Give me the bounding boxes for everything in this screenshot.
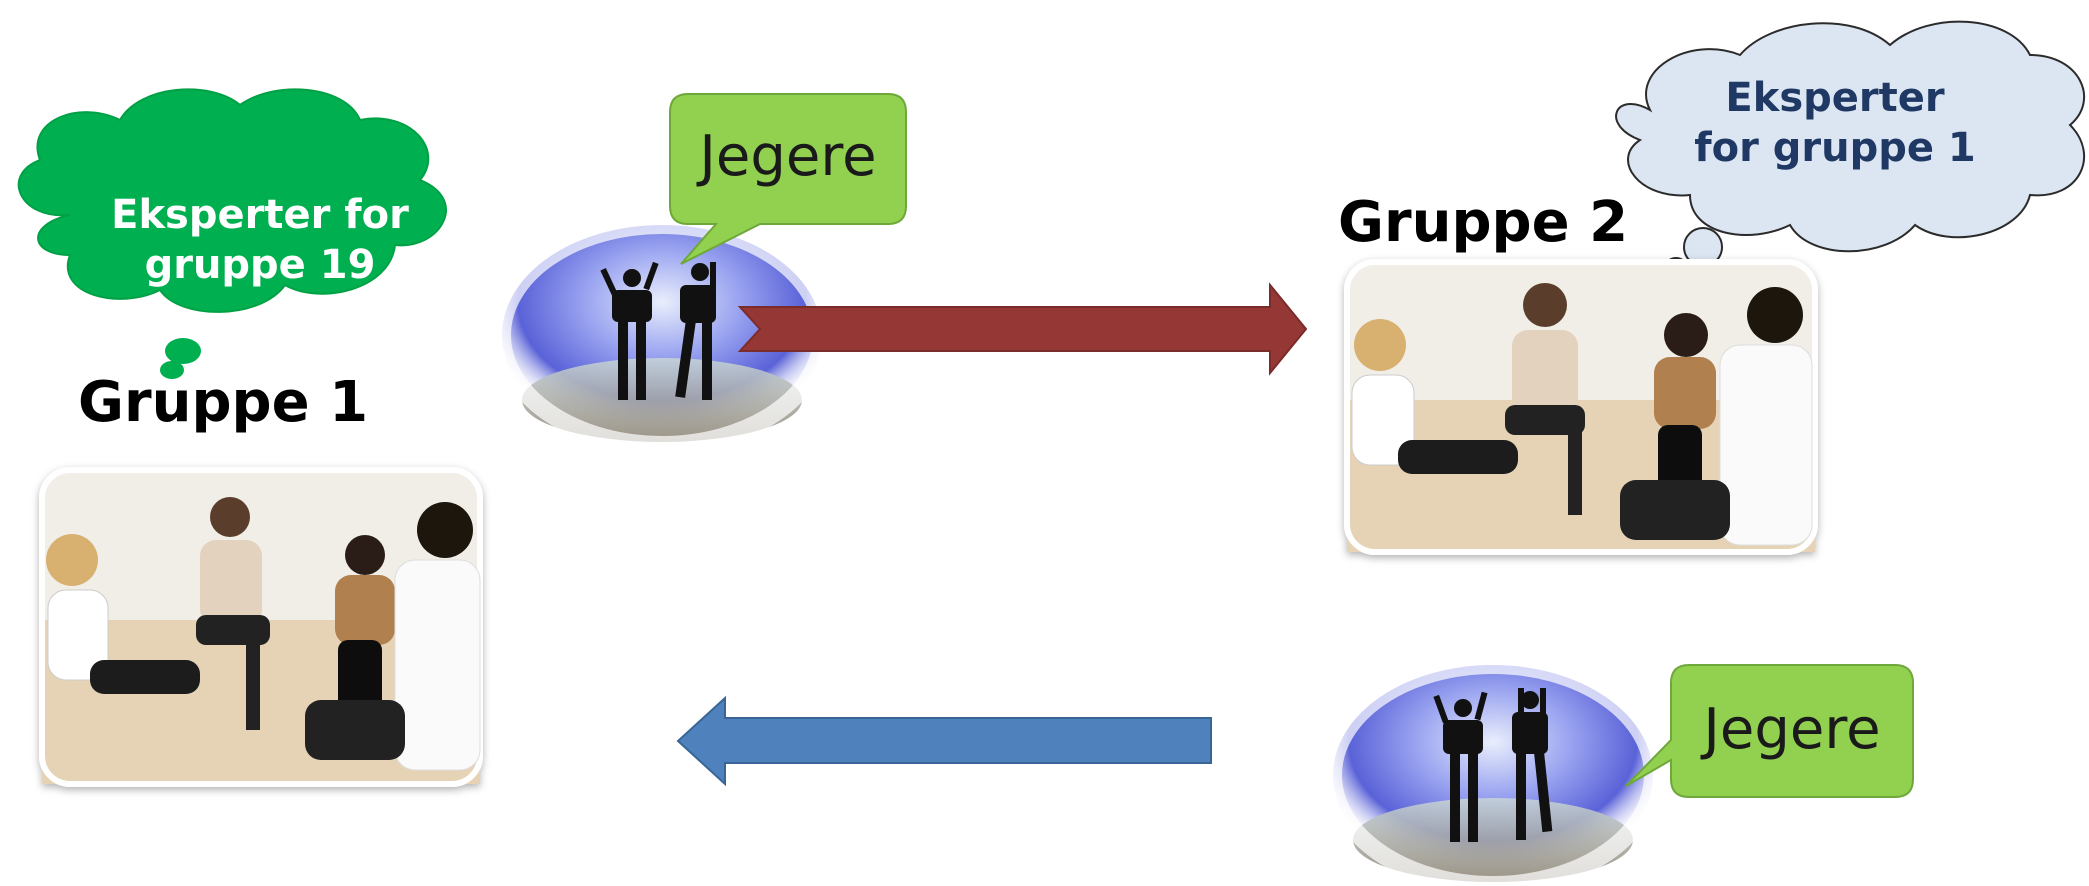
expert-cloud-green-line-1: Eksperter for [111, 192, 409, 238]
expert-cloud-blue-text: Eksperter for gruppe 1 [1690, 73, 1980, 173]
speech-bubble-bottom-label: Jegere [1703, 697, 1881, 762]
speech-bubble-bottom [1625, 664, 1914, 798]
expert-cloud-green [17, 88, 447, 379]
speech-bubble-top [669, 93, 907, 265]
group-2-label: Gruppe 2 [1338, 190, 1629, 255]
arrow-left [676, 695, 1212, 787]
group-photo-2 [1344, 259, 1818, 555]
speech-bubble-top-label: Jegere [699, 124, 877, 189]
expert-cloud-blue-line-1: Eksperter [1725, 75, 1945, 121]
expert-cloud-green-line-2: gruppe 19 [144, 242, 376, 288]
expert-cloud-blue-line-2: for gruppe 1 [1694, 125, 1976, 171]
arrow-right [737, 282, 1308, 376]
group-photo-1 [39, 467, 483, 787]
expert-cloud-green-text: Eksperter for gruppe 19 [85, 190, 435, 290]
hunters-photo-bottom [1324, 656, 1662, 886]
group-1-label: Gruppe 1 [78, 370, 369, 435]
